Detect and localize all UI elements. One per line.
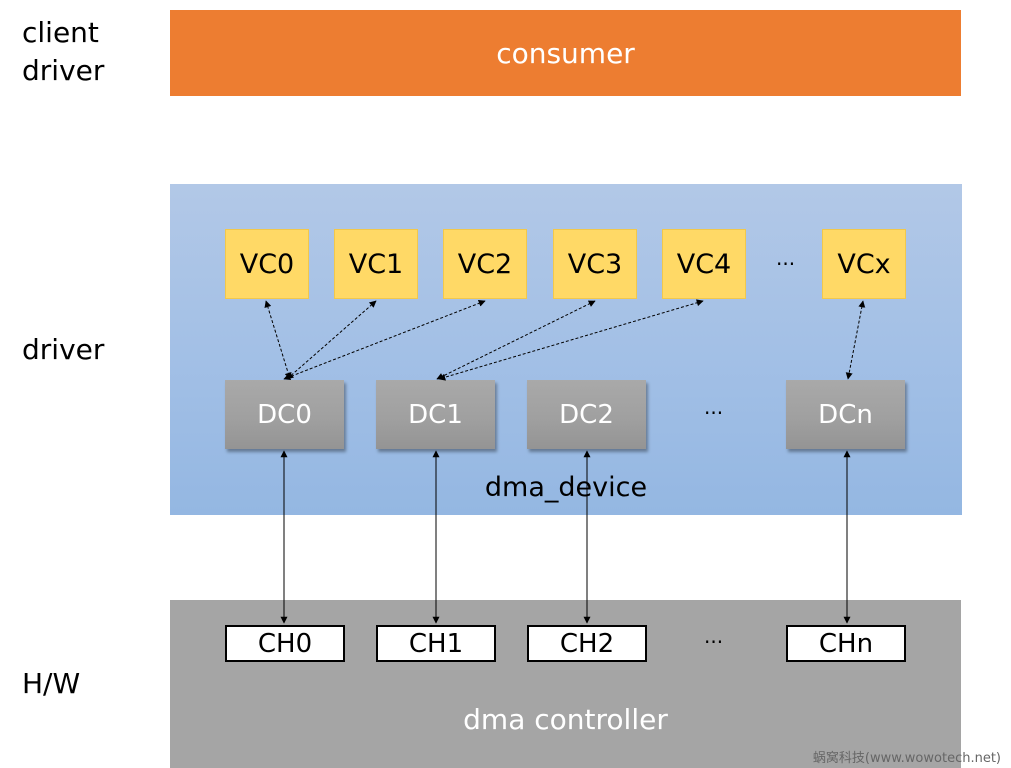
dma-channel-dcn: DCn: [786, 380, 905, 449]
dma-channel-dc2: DC2: [527, 380, 646, 449]
hw-channel-chn: CHn: [786, 625, 906, 662]
link-vcx-dcn: [845, 300, 866, 380]
ch-ellipsis: ···: [704, 630, 724, 654]
dma-channel-dc1: DC1: [376, 380, 495, 449]
vc-ellipsis: ···: [776, 252, 796, 276]
layer-label-client-driver: client driver: [22, 16, 105, 87]
dma-channel-dc0: DC0: [225, 380, 344, 449]
consumer-label: consumer: [496, 36, 635, 70]
virtual-channel-vcx: VCx: [822, 229, 906, 299]
link-vc4-dc1: [438, 299, 704, 381]
dma-device-label: dma_device: [484, 472, 648, 503]
dc-ellipsis: ···: [704, 401, 724, 425]
link-vc1-dc0: [286, 300, 377, 380]
virtual-channel-vc3: VC3: [553, 229, 637, 299]
hw-channel-ch2: CH2: [527, 625, 647, 662]
hw-channel-ch0: CH0: [225, 625, 345, 662]
consumer-box: consumer: [170, 10, 961, 96]
hw-channel-ch1: CH1: [376, 625, 496, 662]
virtual-channel-vc2: VC2: [443, 229, 527, 299]
virtual-channel-vc1: VC1: [334, 229, 418, 299]
virtual-channel-vc4: VC4: [662, 229, 746, 299]
dma-controller-label: dma controller: [463, 703, 668, 736]
virtual-channel-vc0: VC0: [225, 229, 309, 299]
layer-label-hw: H/W: [22, 667, 81, 700]
watermark-text: 蜗窝科技(www.wowotech.net): [812, 751, 1001, 766]
link-vc0-dc0: [264, 300, 292, 380]
layer-label-driver: driver: [22, 333, 105, 366]
link-vc2-dc0: [283, 300, 486, 380]
